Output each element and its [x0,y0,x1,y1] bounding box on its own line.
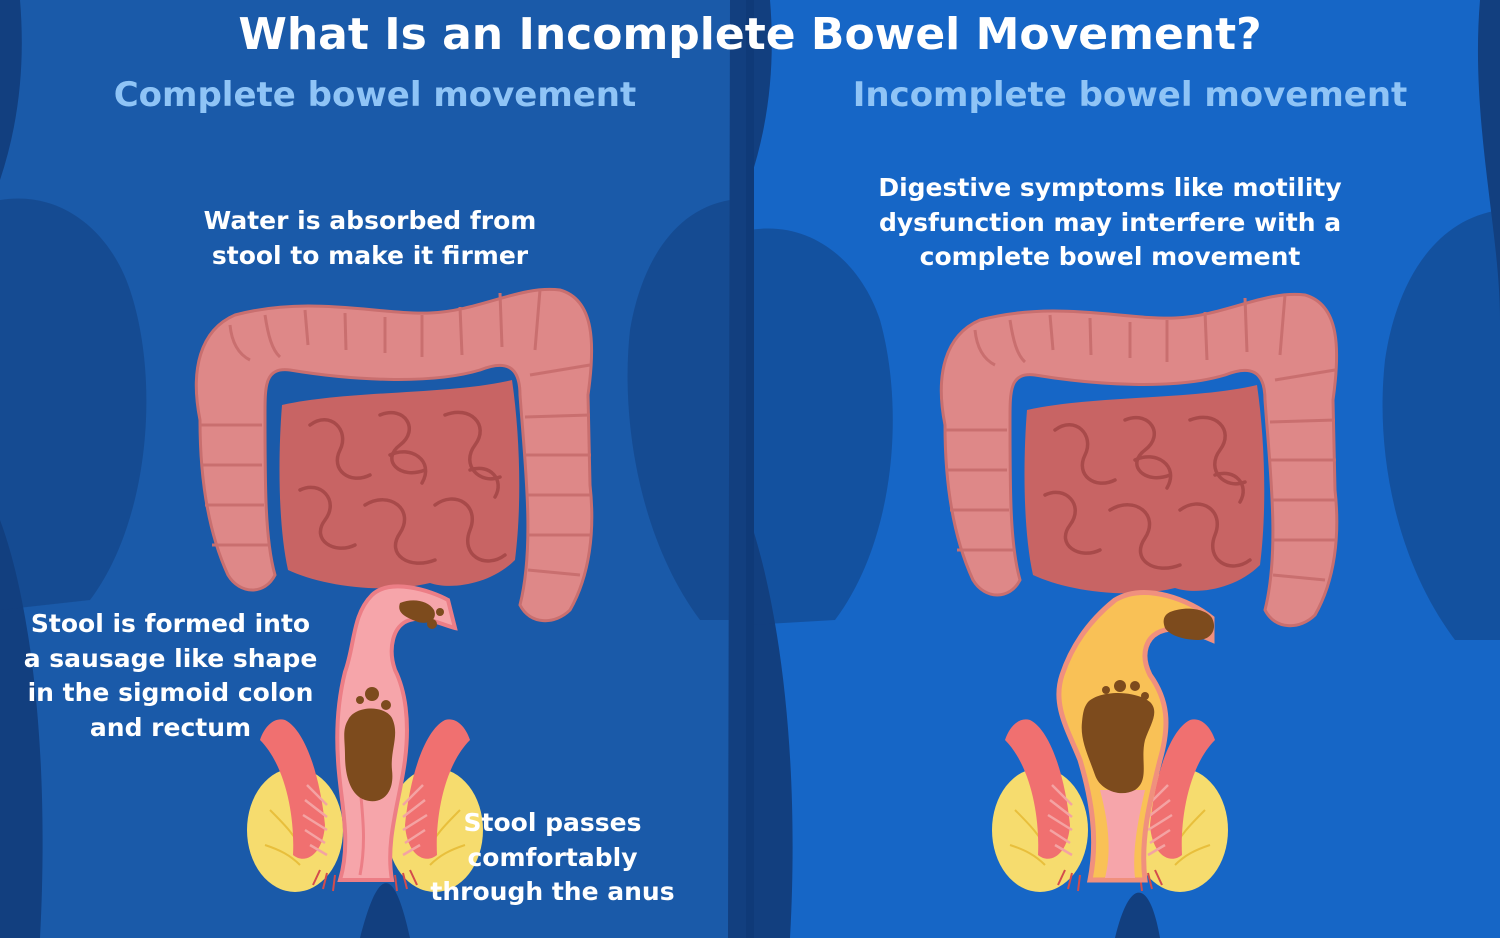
left-panel-heading: Complete bowel movement [113,75,637,115]
right-colon-illustration [939,292,1339,628]
annotation-stool-passes: Stool passes comfortably through the anu… [425,806,680,910]
left-stool [344,600,444,802]
annotation-line: and rectum [89,712,252,742]
right-body-silhouette [750,0,1500,938]
annotation-digestive-symptoms: Digestive symptoms like motility dysfunc… [870,171,1350,275]
annotation-line: stool to make it firmer [211,240,529,270]
annotation-line: in the sigmoid colon [27,678,314,707]
panel-divider [746,0,754,938]
annotation-line: through the anus [430,877,675,906]
right-panel-heading: Incomplete bowel movement [852,75,1408,115]
page-title: What Is an Incomplete Bowel Movement? [238,9,1262,60]
annotation-stool-formed: Stool is formed into a sausage like shap… [18,607,323,745]
annotation-line: dysfunction may interfere with a [878,207,1342,237]
annotation-water-absorbed: Water is absorbed from stool to make it … [170,204,570,273]
annotation-line: Water is absorbed from [203,206,537,235]
annotation-line: complete bowel movement [919,242,1301,271]
right-stool [1081,608,1215,794]
annotation-line: Stool passes [463,808,642,837]
annotation-line: a sausage like shape [23,643,318,673]
annotation-line: Digestive symptoms like motility [878,173,1342,202]
left-colon-illustration [194,287,594,623]
annotation-line: comfortably [467,842,638,872]
annotation-line: Stool is formed into [30,609,311,638]
